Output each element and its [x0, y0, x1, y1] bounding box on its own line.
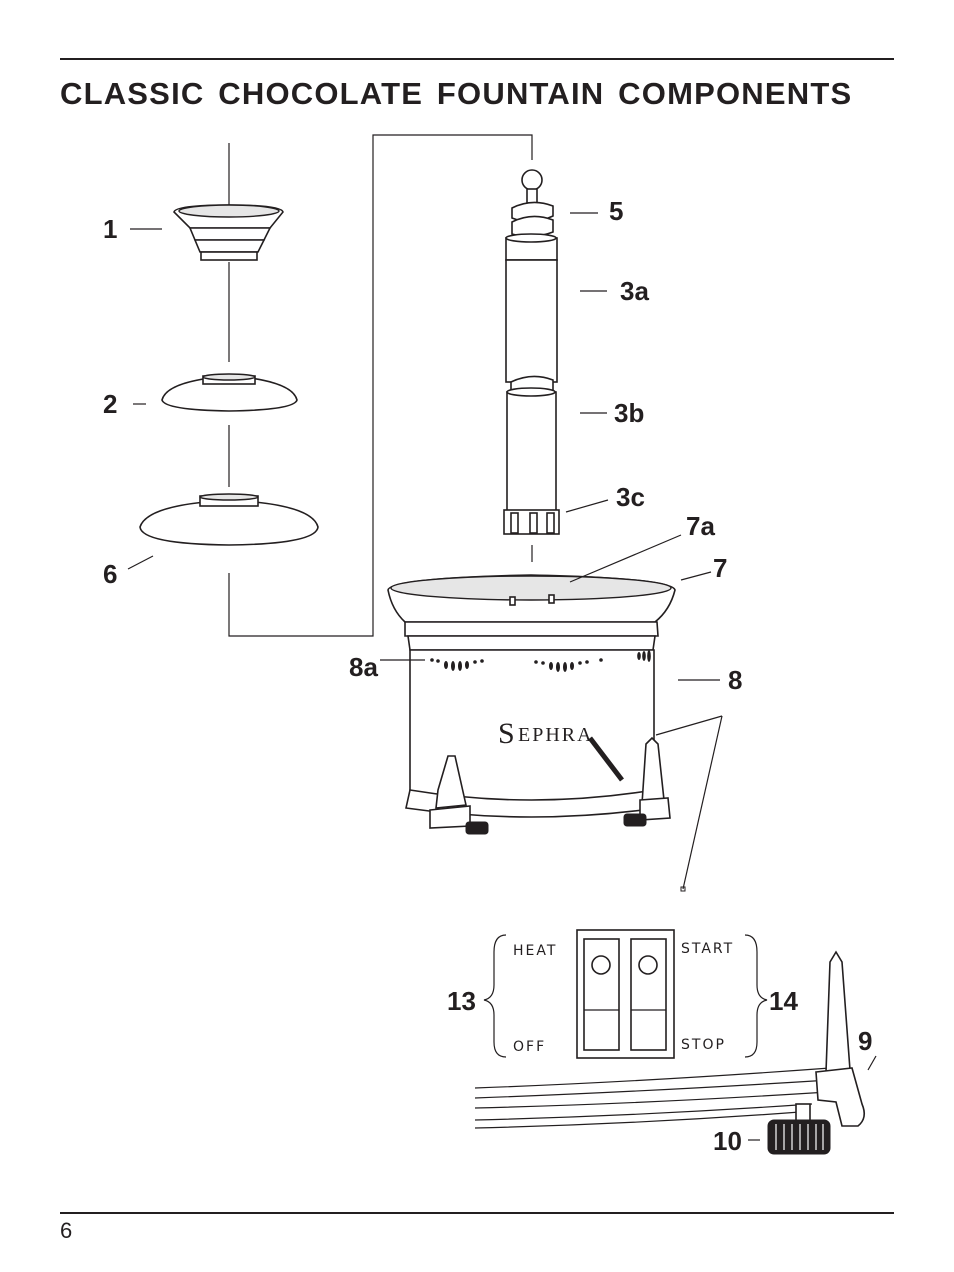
page-number: 6 [60, 1218, 73, 1243]
callout-14: 14 [769, 986, 798, 1016]
stop-label: STOP [681, 1037, 726, 1053]
callout-7a: 7a [686, 511, 715, 541]
base-housing [387, 574, 676, 835]
callout-8: 8 [728, 665, 742, 695]
top-rule [60, 58, 894, 60]
large-tier-part-6 [139, 493, 319, 546]
callout-7: 7 [713, 553, 727, 583]
callout-1: 1 [103, 214, 117, 244]
callout-8a: 8a [349, 652, 378, 682]
off-label: OFF [513, 1039, 546, 1055]
callout-9: 9 [858, 1026, 872, 1056]
callout-2: 2 [103, 389, 117, 419]
leg-foot-detail [474, 950, 866, 1155]
small-tier-part-2 [161, 373, 298, 412]
crown-part-1 [173, 204, 284, 261]
callout-6: 6 [103, 559, 117, 589]
brand-name: EPHRA [518, 724, 594, 746]
page-title: CLASSIC CHOCOLATE FOUNTAIN COMPONENTS [60, 76, 853, 111]
callout-5: 5 [609, 196, 623, 226]
callout-13: 13 [447, 986, 476, 1016]
callout-3b: 3b [614, 398, 644, 428]
leader-lines [127, 212, 877, 1141]
start-label: START [681, 941, 734, 957]
switch-panel-detail [483, 929, 768, 1059]
callout-10: 10 [713, 1126, 742, 1156]
brand-initial: S [498, 717, 515, 750]
assembly-connector-line [228, 134, 533, 637]
callout-3a: 3a [620, 276, 649, 306]
heat-label: HEAT [513, 943, 557, 959]
auger-assembly [503, 169, 560, 535]
callout-3c: 3c [616, 482, 645, 512]
vent-slots [430, 650, 651, 672]
bottom-rule [60, 1212, 894, 1214]
